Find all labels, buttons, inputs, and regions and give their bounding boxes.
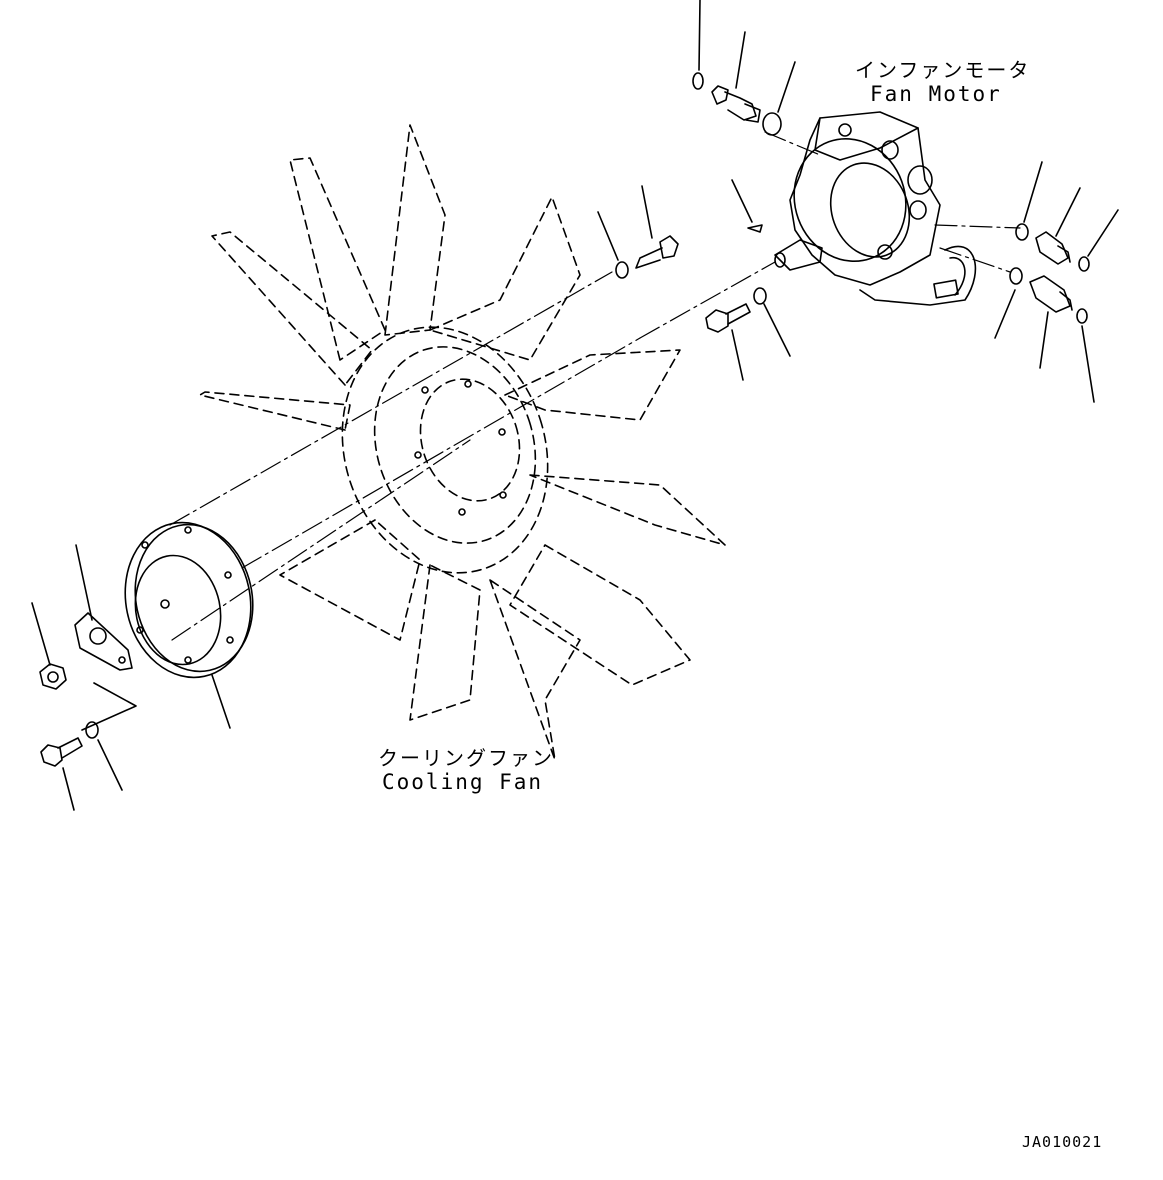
cooling-fan-label-en: Cooling Fan bbox=[382, 770, 544, 794]
bolt bbox=[635, 235, 679, 269]
leader-line bbox=[698, 0, 701, 71]
cooling-fan bbox=[199, 124, 726, 761]
leader-line bbox=[1081, 325, 1095, 403]
leader-line bbox=[1055, 187, 1081, 237]
leader-line bbox=[597, 211, 619, 261]
fan-hub-center bbox=[419, 378, 521, 502]
key bbox=[747, 224, 763, 233]
fan-blade bbox=[529, 474, 726, 546]
leader-line bbox=[75, 544, 93, 621]
drawing-code: JA010021 bbox=[1022, 1133, 1103, 1151]
bolt bbox=[40, 737, 83, 767]
fan-motor bbox=[747, 111, 977, 306]
fan-blade bbox=[384, 124, 446, 336]
leader-line bbox=[1039, 311, 1049, 369]
fan-spacer-plate bbox=[124, 521, 254, 679]
leader-line bbox=[1087, 209, 1119, 257]
fan-hub-outer bbox=[341, 326, 549, 574]
leader-line bbox=[31, 602, 51, 666]
alignment-lines bbox=[169, 131, 1021, 641]
leader-line bbox=[1023, 161, 1043, 223]
straight-fitting bbox=[1035, 231, 1071, 265]
fan-hub-inner bbox=[373, 346, 537, 544]
bolt bbox=[705, 303, 751, 333]
washer bbox=[615, 261, 629, 279]
leader-line bbox=[97, 739, 123, 791]
leader-line bbox=[211, 674, 231, 729]
washer bbox=[753, 287, 767, 305]
leader-line bbox=[731, 329, 744, 381]
fan-blade bbox=[211, 231, 373, 386]
fan-blade bbox=[504, 349, 681, 421]
fan-hub-bolt-holes bbox=[414, 380, 507, 516]
bracket bbox=[74, 612, 133, 671]
o-ring bbox=[1015, 223, 1029, 241]
fan-blade bbox=[289, 157, 386, 361]
o-ring bbox=[692, 72, 704, 90]
o-ring bbox=[1009, 267, 1023, 285]
fan-blade bbox=[509, 544, 691, 686]
fan-blade bbox=[429, 196, 581, 361]
leader-line bbox=[994, 289, 1016, 339]
washer bbox=[85, 721, 99, 739]
nut bbox=[39, 663, 67, 690]
leader-line bbox=[62, 767, 75, 811]
o-ring bbox=[762, 112, 782, 136]
fan-blade bbox=[489, 579, 581, 761]
elbow-fitting bbox=[711, 85, 761, 123]
straight-fitting bbox=[1029, 275, 1073, 313]
o-ring bbox=[1076, 308, 1088, 324]
leader-line bbox=[641, 185, 653, 239]
leader-line bbox=[731, 179, 753, 223]
leader-line bbox=[735, 31, 746, 89]
fan-blade bbox=[279, 519, 421, 641]
fan-motor-label-en: Fan Motor bbox=[870, 82, 1002, 106]
o-ring bbox=[1078, 256, 1090, 272]
fan-blade bbox=[409, 564, 481, 721]
fan-motor-label-jp: インファンモータ bbox=[855, 58, 1031, 82]
leader-line bbox=[763, 303, 791, 357]
cooling-fan-label-jp: クーリングファン bbox=[378, 746, 554, 770]
leader-line bbox=[777, 61, 796, 113]
bracket-hole bbox=[89, 627, 107, 645]
fan-blade bbox=[199, 391, 351, 431]
